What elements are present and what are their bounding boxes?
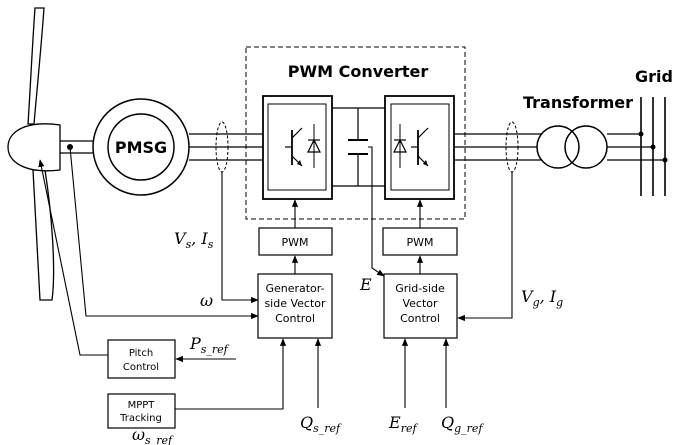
pitch-ctrl-line2: Control (123, 362, 159, 373)
upper-blade (27, 7, 45, 125)
grid-side-converter (384, 95, 455, 200)
pitch-control-block (107, 339, 176, 379)
nosecone (7, 123, 61, 172)
pwm-converter-box (245, 46, 466, 220)
vs-is-label: Vs, Is (174, 229, 214, 251)
grid-ctrl-line3: Control (400, 312, 440, 325)
pmsg-label: PMSG (115, 138, 167, 157)
mppt-tracking-block (107, 393, 176, 429)
vs-is-feedback-line (221, 172, 259, 304)
vg-ig-label: Vg, Ig (521, 287, 563, 309)
transformer-to-grid-lines (607, 133, 665, 161)
grid-node-b (650, 144, 656, 150)
vg-ig-feedback-line (457, 172, 513, 322)
qg-ref-label: Qg_ref (441, 413, 484, 435)
pitch-ctrl-line1: Pitch (129, 348, 153, 359)
omega-ref-label: ωs_ref (132, 425, 174, 445)
pwm-converter-label: PWM Converter (288, 62, 429, 81)
grid-ctrl-line1: Grid-side (395, 282, 445, 295)
e-label: E (359, 275, 372, 294)
transformer-label: Transformer (523, 93, 633, 112)
gen-ctrl-line3: Control (275, 312, 315, 325)
transformer (536, 125, 608, 169)
ps-ref-label: Ps_ref (189, 334, 230, 356)
dc-voltage-feedback-line (368, 146, 385, 277)
gen-three-phase-lines (189, 133, 263, 161)
pwm-grid-block (382, 227, 458, 256)
grid-three-phase-lines (454, 133, 542, 161)
pmsg-generator (92, 98, 190, 196)
turbine-rotor (7, 7, 61, 301)
pitch-signal-line (38, 159, 108, 356)
pwm-gen-block (258, 227, 333, 256)
mppt-line2: Tracking (119, 413, 162, 424)
grid-node-c (662, 157, 668, 163)
mppt-line1: MPPT (128, 400, 156, 411)
mppt-to-gen-ctrl-line (175, 338, 287, 410)
grid-node-a (638, 131, 644, 137)
grid-label: Grid (635, 67, 673, 86)
dc-link (332, 107, 385, 187)
gen-ctrl-line1: Generator- (265, 282, 324, 295)
omega-feedback-line (69, 146, 259, 320)
lower-blade (32, 169, 55, 301)
gen-ctrl-line2: side Vector (264, 297, 326, 310)
gen-side-converter (262, 95, 333, 200)
pwm-grid-label: PWM (406, 236, 433, 249)
pwm-gen-label: PWM (281, 236, 308, 249)
grid-ctrl-line2: Vector (402, 297, 438, 310)
eref-label: Eref (388, 413, 418, 435)
gen-vector-control-block (257, 273, 333, 339)
qs-ref-label: Qs_ref (300, 413, 342, 435)
omega-label: ω (200, 291, 213, 310)
